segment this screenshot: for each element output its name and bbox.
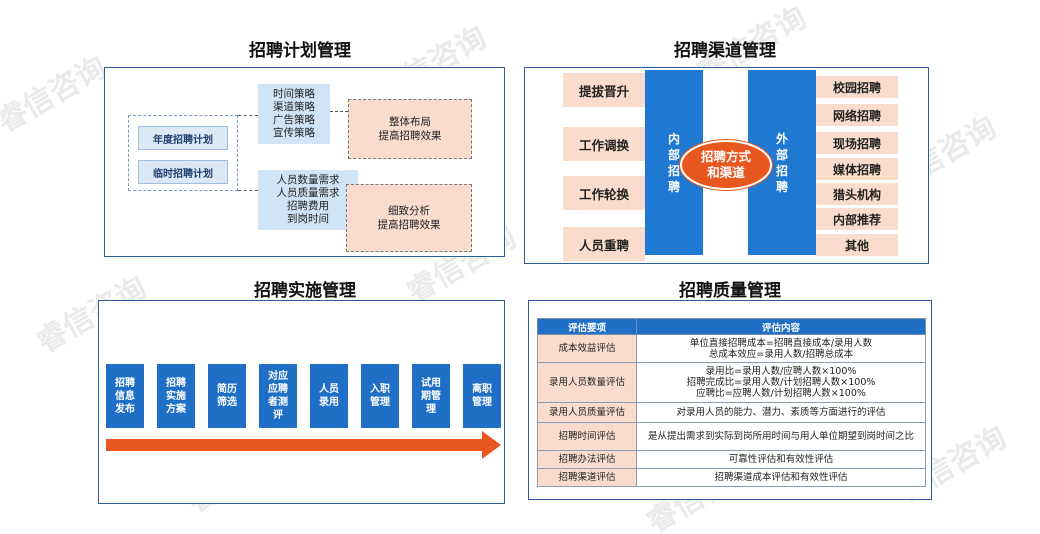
plan-connector [238, 115, 258, 116]
watermark: 睿信咨询 [0, 49, 113, 141]
quality-value: 录用比=录用人数/应聘人数×100% 招聘完成比=录用人数/计划招聘人数×100… [636, 362, 926, 403]
plan-detail-result: 细致分析 提高招聘效果 [346, 184, 472, 252]
implement-step: 简历筛选 [208, 364, 246, 428]
table-row: 招聘时间评估 是从提出需求到实际到岗所用时间与用人单位期望到岗时间之比 [537, 422, 926, 451]
external-channel-item: 现场招聘 [816, 132, 898, 154]
table-row: 成本效益评估 单位直接招聘成本=招聘直接成本/录用人数 总成本效应=录用人数/招… [537, 334, 926, 363]
quality-value: 对录用人员的能力、潜力、素质等方面进行的评估 [636, 402, 926, 423]
channel-title: 招聘渠道管理 [674, 41, 776, 61]
quality-table: 评估要项 评估内容 成本效益评估 单位直接招聘成本=招聘直接成本/录用人数 总成… [537, 318, 926, 487]
internal-channel-item: 人员重聘 [563, 227, 645, 261]
plan-connector [330, 111, 348, 112]
channel-center-label: 招聘方式和渠道 [700, 149, 751, 180]
quality-header-key: 评估要项 [537, 318, 637, 335]
external-channel-item: 其他 [816, 234, 898, 256]
process-arrow [106, 431, 501, 459]
implement-step: 入职管理 [361, 364, 399, 428]
external-channel-label: 外部招聘 [775, 131, 788, 194]
quality-key: 招聘渠道评估 [537, 468, 637, 487]
plan-strategies: 时间策略 渠道策略 广告策略 宣传策略 [258, 84, 330, 144]
implement-step: 人员录用 [310, 364, 348, 428]
external-channel-item: 媒体招聘 [816, 158, 898, 180]
external-channel-item: 校园招聘 [816, 76, 898, 98]
external-channel-item: 网络招聘 [816, 104, 898, 126]
quality-value: 单位直接招聘成本=招聘直接成本/录用人数 总成本效应=录用人数/招聘总成本 [636, 334, 926, 363]
quality-key: 成本效益评估 [537, 334, 637, 363]
implement-step: 试用期管理 [412, 364, 450, 428]
implement-title: 招聘实施管理 [254, 281, 356, 301]
quality-value: 可靠性评估和有效性评估 [636, 450, 926, 469]
plan-title: 招聘计划管理 [249, 41, 351, 61]
table-row: 招聘渠道评估 招聘渠道成本评估和有效性评估 [537, 468, 926, 487]
plan-group-box [128, 115, 238, 191]
quality-header-value: 评估内容 [636, 318, 926, 335]
quality-key: 招聘办法评估 [537, 450, 637, 469]
plan-item-temporary: 临时招聘计划 [138, 160, 228, 184]
implement-step: 对应应聘者测评 [259, 364, 297, 428]
quality-key: 录用人员质量评估 [537, 402, 637, 423]
plan-connector [238, 190, 258, 191]
external-channel-item: 猎头机构 [816, 183, 898, 205]
internal-channel-item: 工作轮换 [563, 176, 645, 210]
quality-value: 是从提出需求到实际到岗所用时间与用人单位期望到岗时间之比 [636, 422, 926, 451]
quality-key: 录用人员数量评估 [537, 362, 637, 403]
table-row: 录用人员数量评估 录用比=录用人数/应聘人数×100% 招聘完成比=录用人数/计… [537, 362, 926, 403]
table-row: 招聘办法评估 可靠性评估和有效性评估 [537, 450, 926, 469]
implement-step: 招聘信息发布 [106, 364, 144, 428]
quality-key: 招聘时间评估 [537, 422, 637, 451]
implement-step: 离职管理 [463, 364, 501, 428]
plan-layout-result: 整体布局 提高招聘效果 [348, 99, 472, 159]
plan-item-annual: 年度招聘计划 [138, 126, 228, 150]
internal-channel-item: 提拔晋升 [563, 73, 645, 107]
table-row: 录用人员质量评估 对录用人员的能力、潜力、素质等方面进行的评估 [537, 402, 926, 423]
internal-channel-item: 工作调换 [563, 127, 645, 161]
internal-channel-label: 内部招聘 [667, 131, 680, 194]
external-channel-item: 内部推荐 [816, 208, 898, 230]
quality-value: 招聘渠道成本评估和有效性评估 [636, 468, 926, 487]
quality-title: 招聘质量管理 [679, 281, 781, 301]
plan-needs: 人员数量需求 人员质量需求 招聘费用 到岗时间 [258, 170, 358, 230]
channel-center-ellipse: 招聘方式和渠道 [680, 140, 772, 190]
implement-step: 招聘实施方案 [157, 364, 195, 428]
